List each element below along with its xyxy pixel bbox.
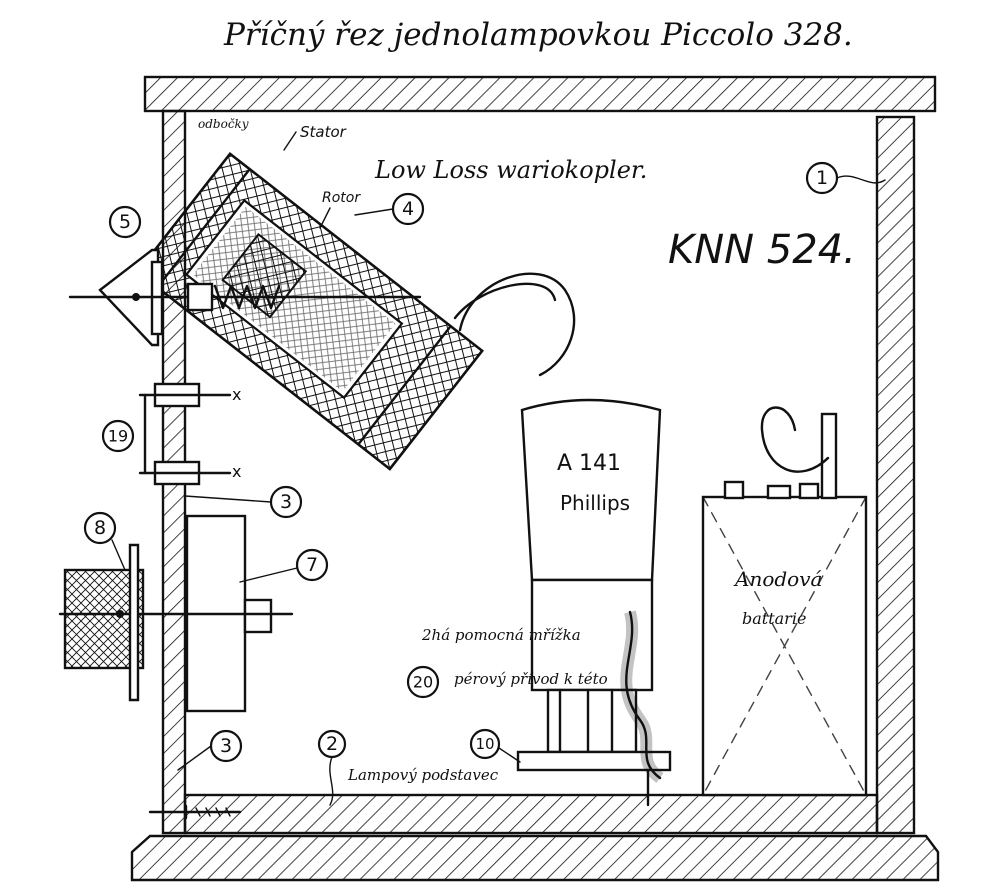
- callout-2: 2: [317, 729, 347, 759]
- label-stator: Stator: [300, 123, 347, 141]
- top-board: [143, 75, 937, 113]
- label-rotor: Rotor: [322, 190, 361, 206]
- svg-text:1: 1: [816, 167, 828, 189]
- tube-a141: A 141 Phillips: [516, 398, 672, 772]
- callout-19: 19: [101, 419, 135, 453]
- svg-text:10: 10: [475, 735, 494, 753]
- label-spring-lead: pérový přívod k této: [454, 670, 608, 688]
- callout-7: 7: [295, 548, 329, 582]
- variocoupler-title: Low Loss wariokopler.: [374, 156, 647, 184]
- terminal-block: x x: [138, 382, 241, 486]
- callout-3-bottom: 3: [209, 729, 243, 763]
- svg-text:7: 7: [306, 554, 318, 576]
- callout-3-top: 3: [269, 485, 303, 519]
- anode-battery: Anodová battarie: [701, 406, 868, 797]
- terminal-x-top: x: [232, 385, 241, 404]
- coupler-knob[interactable]: [68, 248, 422, 347]
- svg-text:2: 2: [326, 733, 338, 755]
- page-title: Příčný řez jednolampovkou Piccolo 328.: [223, 17, 853, 53]
- base-board: [183, 793, 879, 835]
- callout-20: 20: [406, 665, 440, 699]
- terminal-x-bottom: x: [232, 462, 241, 481]
- svg-text:20: 20: [413, 673, 433, 692]
- callout-8: 8: [83, 511, 117, 545]
- callout-10: 10: [469, 728, 501, 760]
- bottom-plinth: [130, 834, 940, 882]
- shaft-spring: [213, 284, 281, 310]
- svg-text:19: 19: [108, 427, 128, 446]
- svg-text:3: 3: [220, 735, 232, 757]
- battery-label-2: battarie: [742, 609, 806, 628]
- svg-text:8: 8: [94, 517, 106, 539]
- right-wall: [875, 115, 916, 835]
- svg-text:4: 4: [402, 198, 414, 220]
- label-aux-grid: 2há pomocná mřížka: [421, 626, 581, 644]
- callout-1: 1: [805, 161, 839, 195]
- model-code: KNN 524.: [668, 227, 856, 273]
- variocoupler: [135, 151, 485, 471]
- label-tube-socket: Lampový podstavec: [347, 766, 499, 784]
- label-odbocky: odbočky: [198, 117, 249, 131]
- callout-5: 5: [108, 205, 142, 239]
- callout-4: 4: [391, 192, 425, 226]
- svg-text:3: 3: [280, 491, 292, 513]
- capacitor-knob[interactable]: [63, 543, 145, 702]
- battery-label-1: Anodová: [733, 567, 822, 591]
- coupler-lead-wire: [458, 272, 576, 377]
- tube-label-2: Phillips: [560, 491, 630, 515]
- svg-text:5: 5: [119, 211, 131, 233]
- tube-label-1: A 141: [557, 451, 621, 476]
